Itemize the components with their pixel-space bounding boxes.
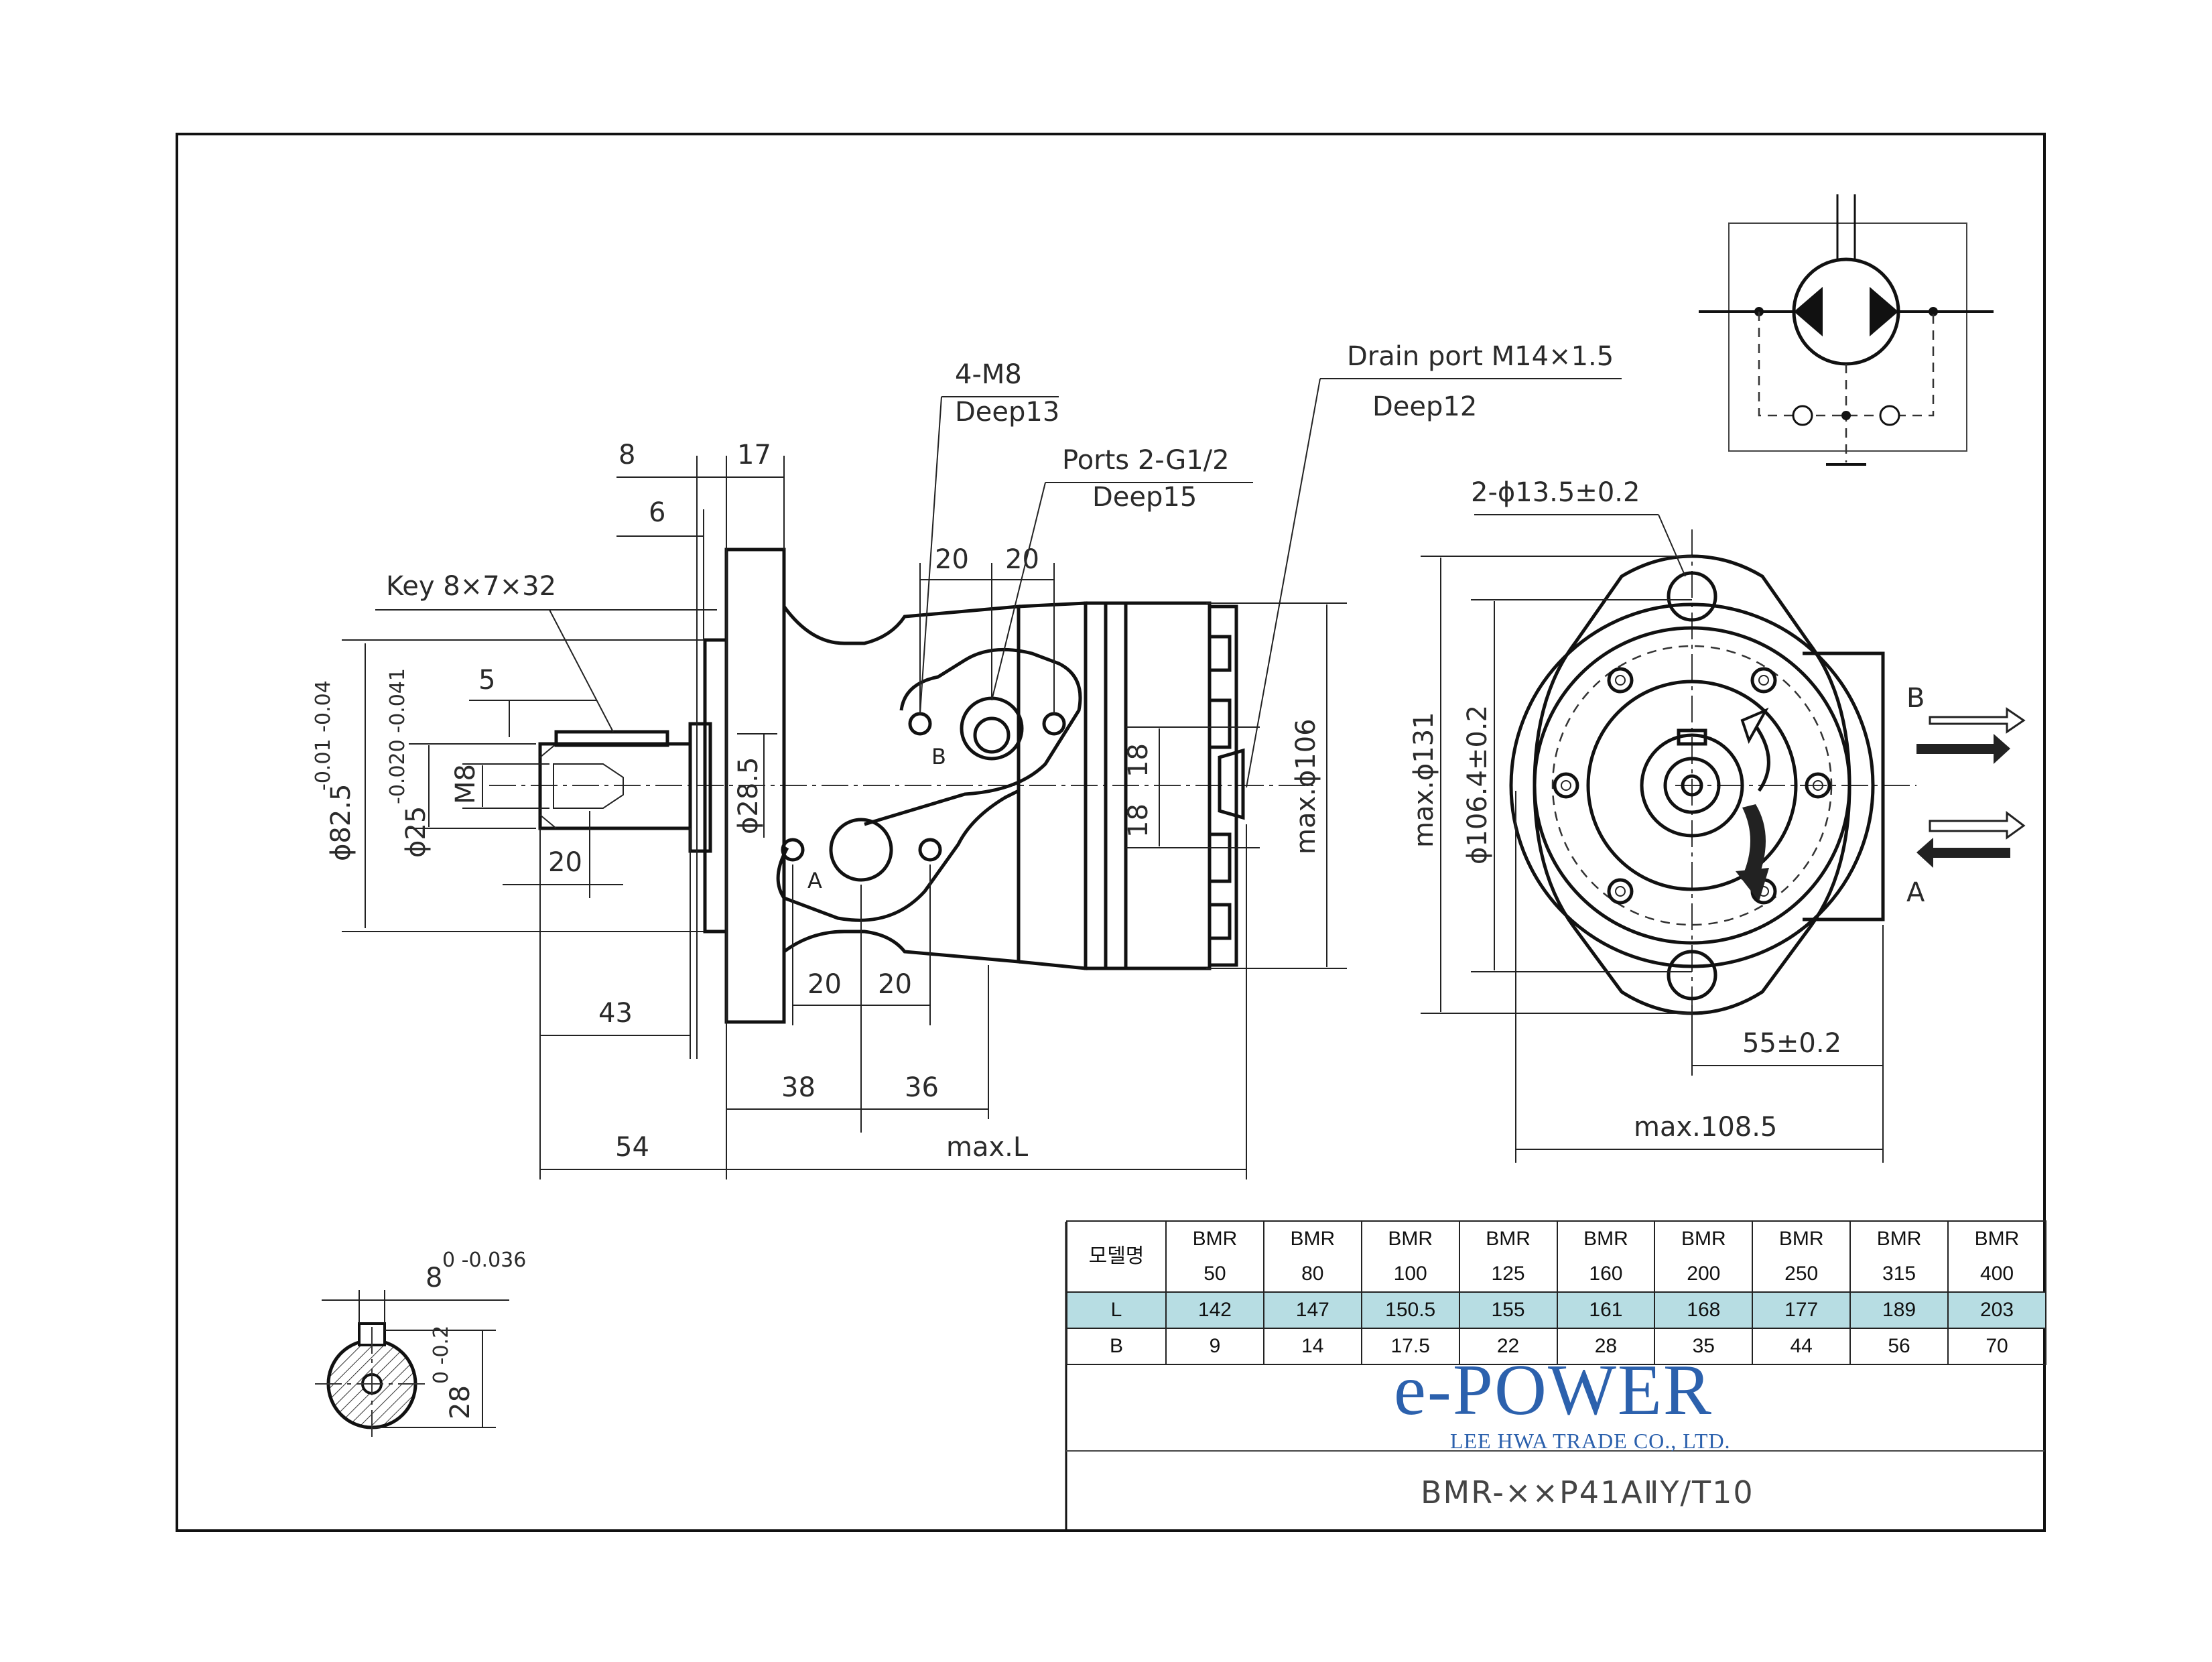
dim-maxL: max.L — [946, 1132, 1029, 1163]
drawing-frame — [176, 133, 2046, 1532]
key-section: 8 0 -0.036 28 0 -0.2 — [315, 1249, 526, 1441]
dim-20d: 20 — [878, 969, 912, 1000]
key-width-tol: 0 -0.036 — [442, 1249, 526, 1272]
logo-wordmark: e-POWER — [1394, 1350, 1713, 1430]
table-row-l: L 142 147 150.5 155 161 168 177 189 203 — [1066, 1291, 2046, 1329]
front-view-labels: 2-ϕ13.5±0.2 max.ϕ131 ϕ106.4±0.2 55±0.2 m… — [1409, 477, 1925, 1143]
dim-phi25: ϕ25 — [401, 806, 432, 858]
table-cell: 14 — [1262, 1328, 1362, 1365]
hydraulic-symbol — [1699, 194, 1994, 466]
dim-18a: 18 — [1123, 743, 1154, 777]
table-cell: 161 — [1556, 1291, 1656, 1329]
drain-label-2: Deep12 — [1372, 391, 1477, 422]
table-cell: 9 — [1165, 1328, 1264, 1365]
dim-phi28: ϕ28.5 — [733, 757, 764, 834]
front-view — [1509, 529, 1916, 1045]
company-logo: e-POWER LEE HWA TRADE CO., LTD. — [1394, 1350, 1769, 1454]
table-cell: 189 — [1849, 1291, 1949, 1329]
dim-phi82: ϕ82.5 — [326, 784, 356, 861]
dim-8: 8 — [619, 440, 635, 470]
dim-20-shaft: 20 — [548, 847, 582, 878]
table-cell: 35 — [1654, 1328, 1754, 1365]
dim-54: 54 — [615, 1132, 649, 1163]
dim-17: 17 — [737, 440, 771, 470]
m8-label-2: Deep13 — [955, 397, 1059, 428]
key-label: Key 8×7×32 — [386, 571, 556, 602]
m8-label-1: 4-M8 — [955, 359, 1022, 390]
dim-38: 38 — [781, 1072, 816, 1103]
table-cell: 17.5 — [1360, 1328, 1460, 1365]
dim-phi25-tol: -0.020 -0.041 — [386, 668, 409, 804]
dim-20c: 20 — [807, 969, 842, 1000]
dim-phi106: ϕ106.4±0.2 — [1462, 705, 1493, 865]
ports-label-1: Ports 2-G1/2 — [1062, 445, 1230, 476]
dim-m8: M8 — [450, 764, 481, 804]
arrow-a-label: A — [1906, 877, 1925, 908]
side-view — [489, 548, 1313, 1024]
drain-label-1: Drain port M14×1.5 — [1347, 341, 1614, 372]
table-cell: 142 — [1165, 1291, 1264, 1329]
model-name-header: 모델명 — [1066, 1220, 1167, 1293]
side-view-labels: Key 8×7×32 8 17 6 5 M8 ϕ25 -0.020 -0.041… — [312, 341, 1614, 1163]
flow-arrows — [1916, 707, 2026, 868]
model-code: BMR-××P41AⅡY/T10 — [1421, 1474, 1754, 1511]
dim-20b: 20 — [1005, 544, 1039, 575]
front-view-dimensions — [1421, 514, 2026, 1163]
table-cell: 44 — [1752, 1328, 1851, 1365]
dim-max106: max.ϕ106 — [1291, 718, 1321, 854]
side-view-dimensions — [342, 378, 1622, 1179]
table-cell: 177 — [1752, 1291, 1851, 1329]
table-cell: 203 — [1947, 1291, 2046, 1329]
table-cell: 28 — [1556, 1328, 1656, 1365]
dim-43: 43 — [598, 998, 633, 1029]
row-b-label: B — [1066, 1328, 1167, 1365]
table-cell: 147 — [1262, 1291, 1362, 1329]
arrow-b-label: B — [1906, 683, 1925, 714]
table-row-b: B 9 14 17.5 22 28 35 44 56 70 — [1066, 1328, 2046, 1365]
table-cell: 155 — [1458, 1291, 1558, 1329]
dim-36: 36 — [905, 1072, 939, 1103]
dim-20a: 20 — [935, 544, 969, 575]
logo-company-name: LEE HWA TRADE CO., LTD. — [1450, 1429, 1731, 1453]
dim-18b: 18 — [1123, 804, 1154, 838]
dim-phi82-tol: -0.01 -0.04 — [312, 680, 335, 791]
table-cell: 22 — [1458, 1328, 1558, 1365]
table-cell: 150.5 — [1360, 1291, 1460, 1329]
holes-label: 2-ϕ13.5±0.2 — [1471, 477, 1640, 508]
dim-5: 5 — [478, 665, 495, 696]
table-cell: 70 — [1947, 1328, 2046, 1365]
key-height: 28 — [445, 1385, 476, 1419]
dim-6: 6 — [649, 497, 665, 528]
dim-55: 55±0.2 — [1742, 1028, 1841, 1059]
ports-label-2: Deep15 — [1092, 482, 1197, 513]
table-cell: 168 — [1654, 1291, 1754, 1329]
key-width: 8 — [426, 1263, 442, 1293]
row-l-label: L — [1066, 1291, 1167, 1329]
key-height-tol: 0 -0.2 — [430, 1326, 453, 1384]
dim-max108: max.108.5 — [1634, 1112, 1777, 1143]
port-a-label: A — [807, 868, 822, 893]
table-cell: 56 — [1849, 1328, 1949, 1365]
dim-max131: max.ϕ131 — [1409, 712, 1439, 848]
port-b-label: B — [931, 744, 946, 769]
